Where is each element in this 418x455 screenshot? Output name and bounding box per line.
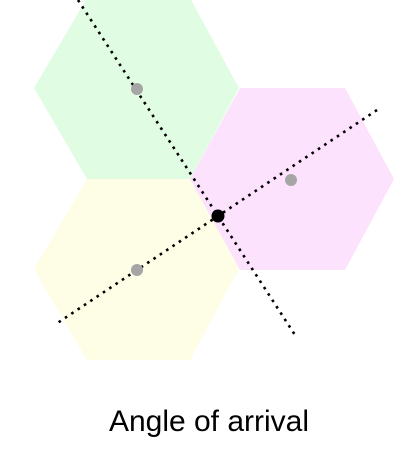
target-position [211,209,225,223]
base-station-pink [285,174,297,186]
diagram-caption: Angle of arrival [108,405,310,438]
bearing-line-green [76,0,297,336]
bearing-line-pink [55,108,378,326]
base-station-yellow [131,264,143,276]
base-station-green [131,83,143,95]
